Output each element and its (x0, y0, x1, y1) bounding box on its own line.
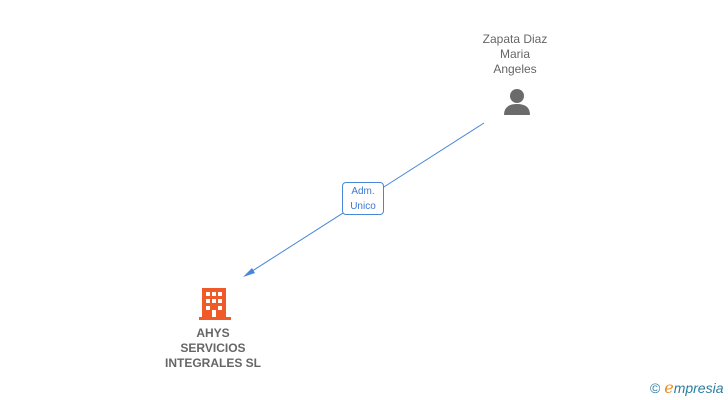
edge-label: Adm. Unico (342, 182, 384, 215)
person-name-line: Maria (499, 47, 530, 61)
empresia-logo: © empresia (650, 378, 723, 397)
person-name-line: Angeles (493, 62, 537, 76)
person-name[interactable]: Zapata Diaz Maria Angeles (465, 32, 565, 77)
edge-label-line: Unico (350, 201, 376, 212)
logo-rest: mpresia (673, 380, 724, 396)
person-icon[interactable] (504, 89, 530, 115)
company-name[interactable]: AHYS SERVICIOS INTEGRALES SL (153, 326, 273, 371)
copyright-icon: © (650, 380, 661, 396)
logo-e: e (664, 378, 674, 397)
building-icon[interactable] (199, 288, 231, 320)
edge-label-line: Adm. (351, 186, 375, 197)
arrow-head-icon (243, 268, 255, 277)
company-name-line: AHYS (196, 326, 230, 340)
person-name-line: Zapata Diaz (482, 32, 548, 46)
company-name-line: SERVICIOS (180, 341, 246, 355)
company-name-line: INTEGRALES SL (164, 356, 261, 370)
